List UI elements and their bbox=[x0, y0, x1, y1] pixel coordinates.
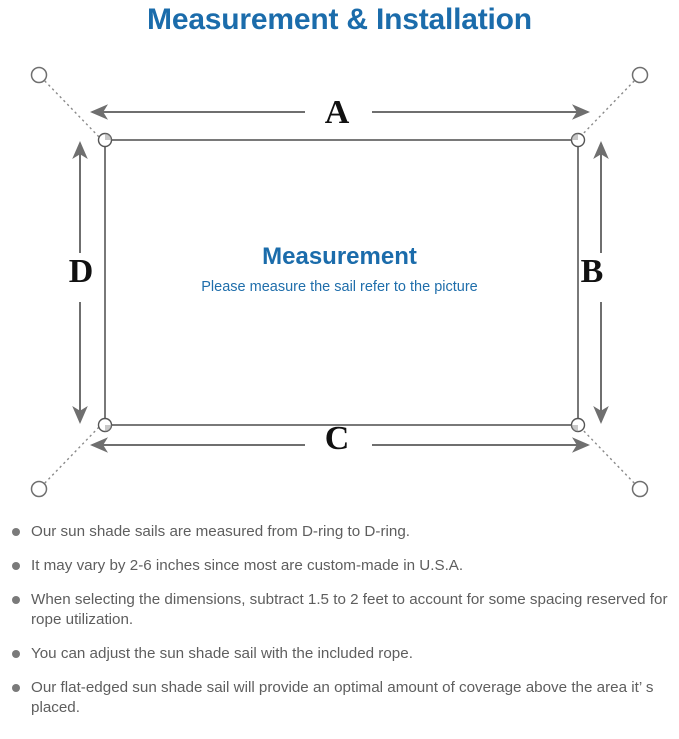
bullet-icon bbox=[12, 684, 20, 692]
list-item-text: Our flat-edged sun shade sail will provi… bbox=[31, 679, 654, 716]
d-ring-shade bbox=[105, 133, 578, 432]
list-item-text: Our sun shade sails are measured from D-… bbox=[31, 523, 410, 540]
dimension-label-d: D bbox=[68, 253, 94, 290]
diagram-center-heading: Measurement bbox=[262, 243, 417, 270]
bullet-icon bbox=[12, 562, 20, 570]
anchor-point bbox=[30, 66, 649, 498]
list-item-text: You can adjust the sun shade sail with t… bbox=[31, 645, 413, 662]
dimension-label-b: B bbox=[580, 253, 604, 290]
bullet-icon bbox=[12, 650, 20, 658]
dimension-label-c: C bbox=[324, 420, 350, 457]
page-title: Measurement & Installation bbox=[147, 3, 532, 36]
bullet-icon bbox=[12, 596, 20, 604]
list-item: It may vary by 2-6 inches since most are… bbox=[0, 556, 679, 576]
rope-line bbox=[40, 76, 639, 488]
list-item-text: When selecting the dimensions, subtract … bbox=[31, 591, 668, 628]
notes-list: Our sun shade sails are measured from D-… bbox=[0, 522, 679, 732]
list-item: Our flat-edged sun shade sail will provi… bbox=[0, 678, 679, 718]
list-item: When selecting the dimensions, subtract … bbox=[0, 590, 679, 630]
diagram-canvas bbox=[30, 66, 649, 498]
dimension-label-a: A bbox=[324, 94, 350, 131]
diagram-center-subtitle: Please measure the sail refer to the pic… bbox=[201, 279, 478, 295]
list-item: Our sun shade sails are measured from D-… bbox=[0, 522, 679, 542]
sun-shade-sail bbox=[104, 139, 579, 426]
list-item-text: It may vary by 2-6 inches since most are… bbox=[31, 557, 464, 574]
bullet-icon bbox=[12, 528, 20, 536]
list-item: You can adjust the sun shade sail with t… bbox=[0, 644, 679, 664]
measurement-diagram: A B C D Measurement Please measure the s… bbox=[0, 50, 679, 515]
